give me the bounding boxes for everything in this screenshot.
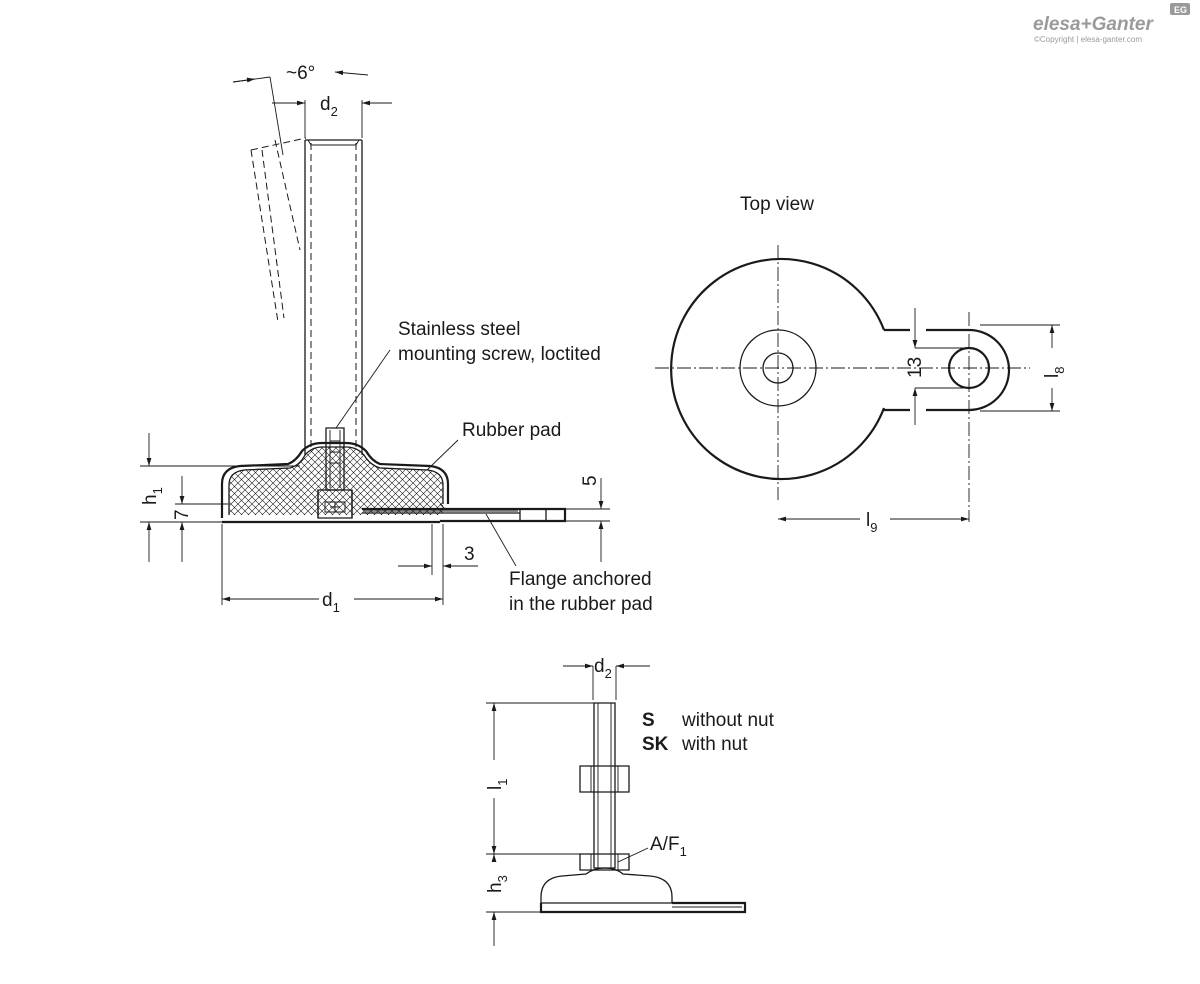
h3-dimension: h3 <box>485 854 541 946</box>
variant-legend: S without nut SK with nut <box>642 710 775 755</box>
d2-label: d2 <box>320 94 338 119</box>
l1-dimension: l1 <box>485 702 594 855</box>
legend-text-sk: with nut <box>681 734 748 755</box>
d1-label: d1 <box>322 590 340 615</box>
annotation-leaders <box>335 349 517 567</box>
af-label: A/F1 <box>650 834 687 859</box>
lower-base <box>539 867 747 914</box>
angle-label: ~6° <box>286 63 315 84</box>
lower-view: d2 l1 h3 <box>485 656 775 946</box>
dim-3: 3 <box>398 524 478 605</box>
dim-13-label: 13 <box>905 357 926 378</box>
top-view-title: Top view <box>740 194 814 215</box>
dim-5: 5 <box>566 475 610 562</box>
side-view: ~6° d2 <box>140 63 653 615</box>
l9-label: l9 <box>866 510 877 535</box>
rubber-pad <box>220 441 450 524</box>
stem-bore <box>762 352 794 384</box>
legend-code-s: S <box>642 710 655 731</box>
angle-dimension: ~6° <box>232 63 369 156</box>
rubber-pad-label: Rubber pad <box>462 420 561 441</box>
threaded-stem <box>304 139 363 455</box>
top-view: Top view 13 l8 l9 <box>655 194 1067 535</box>
d2-dimension: d2 <box>272 94 392 138</box>
flange <box>362 503 567 523</box>
legend-text-s: without nut <box>681 710 775 731</box>
copyright-text: ©Copyright | elesa-ganter.com <box>1034 35 1142 44</box>
dim-13: 13 <box>905 308 965 425</box>
lower-d2-dimension: d2 <box>563 656 650 700</box>
hex-nut-upper <box>579 765 630 793</box>
af-leader <box>617 847 649 863</box>
dim-5-label: 5 <box>580 475 601 486</box>
h3-label: h3 <box>485 875 510 893</box>
base-outline <box>670 257 886 481</box>
screw-note-line1: Stainless steel <box>398 319 521 340</box>
flange-note-line1: Flange anchored <box>509 569 652 590</box>
screw-note-line2: mounting screw, loctited <box>398 344 601 365</box>
legend-code-sk: SK <box>642 734 669 755</box>
brand-badge-icon <box>1170 3 1190 15</box>
d1-dimension: d1 <box>221 524 443 615</box>
flange-note-line2: in the rubber pad <box>509 594 653 615</box>
lower-stem <box>593 702 616 869</box>
brand-badge: EG <box>1174 5 1187 15</box>
l8-label: l8 <box>1042 367 1067 378</box>
h1-label: h1 <box>140 487 165 505</box>
lower-d2-label: d2 <box>594 656 612 681</box>
brand-logo: elesa+Ganter EG ©Copyright | elesa-gante… <box>1033 3 1190 44</box>
tilted-stem-outline <box>250 137 307 323</box>
l8-dimension: l8 <box>980 324 1067 412</box>
l1-label: l1 <box>485 779 510 790</box>
dim-3-label: 3 <box>464 544 475 565</box>
h1-dimension: h1 <box>140 433 300 562</box>
stem-boss <box>739 329 817 407</box>
brand-name: elesa+Ganter <box>1033 14 1154 35</box>
l9-dimension: l9 <box>778 510 969 535</box>
dim-7-label: 7 <box>172 509 193 520</box>
flange-tab <box>884 328 1011 412</box>
dim-7: 7 <box>172 476 228 562</box>
